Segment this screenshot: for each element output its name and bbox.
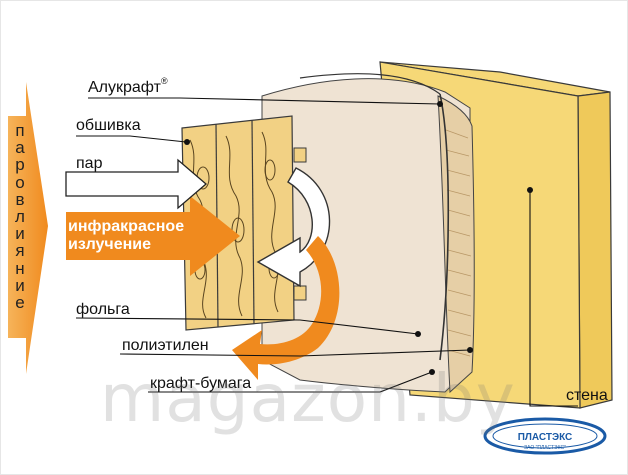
logo-brand-text: ПЛАСТЭКС bbox=[518, 432, 573, 443]
kraft-paper-label: крафт-бумага bbox=[150, 375, 252, 392]
vapor-caption-letter: я bbox=[15, 241, 25, 261]
alukraft-label-text: Алукрафт bbox=[88, 79, 161, 96]
wall-label: стена bbox=[566, 387, 608, 404]
vapor-caption-letter: л bbox=[15, 207, 25, 227]
infrared-label-line2: излучение bbox=[68, 236, 152, 253]
alukraft-label: Алукрафт® bbox=[88, 77, 168, 96]
vapor-caption-letter: п bbox=[15, 121, 25, 140]
vapor-caption-letter: н bbox=[15, 258, 25, 278]
vapor-influence-arrow bbox=[8, 82, 48, 374]
foil-label: фольга bbox=[76, 301, 130, 318]
leader-dots bbox=[184, 101, 533, 375]
vapor-caption-letter: о bbox=[15, 172, 25, 192]
vapor-caption-letter: и bbox=[15, 224, 25, 244]
infrared-arrow bbox=[66, 196, 240, 276]
leader-lines bbox=[75, 97, 578, 407]
logo-company-text: ЗАО "ПЛАСТЭКС" bbox=[524, 445, 566, 451]
steam-label: пар bbox=[76, 155, 103, 172]
vapor-caption-letter: и bbox=[15, 275, 25, 295]
polyethylene-label: полиэтилен bbox=[122, 337, 209, 354]
obshivka-label: обшивка bbox=[76, 117, 141, 134]
vapor-caption-letter: в bbox=[15, 189, 25, 209]
registered-mark: ® bbox=[160, 76, 168, 86]
vapor-caption-letter: р bbox=[15, 155, 25, 175]
company-logo: ПЛАСТЭКС ЗАО "ПЛАСТЭКС" bbox=[483, 417, 607, 455]
infrared-label: инфракрасное излучение bbox=[68, 218, 184, 254]
vapor-caption-letter: е bbox=[15, 293, 25, 313]
insulation-layer bbox=[261, 73, 475, 394]
steam-arrow bbox=[65, 158, 207, 210]
vapor-caption-letter: а bbox=[15, 138, 25, 158]
watermark: magazon.by bbox=[100, 360, 516, 437]
orange-curved-arrow bbox=[232, 236, 340, 380]
infrared-label-line1: инфракрасное bbox=[68, 218, 185, 235]
